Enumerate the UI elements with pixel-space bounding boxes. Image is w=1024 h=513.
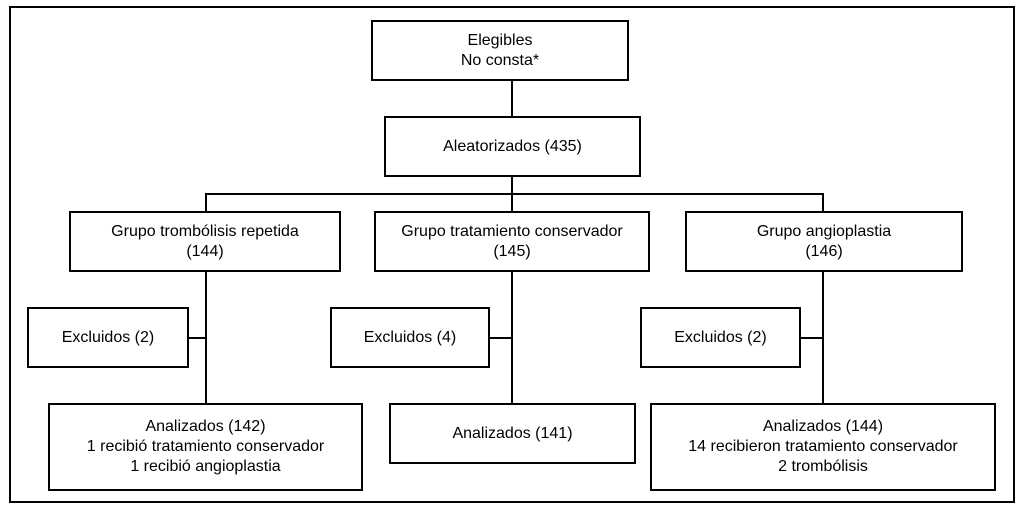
- group-box-2: Grupo tratamiento conservador (145): [374, 211, 650, 272]
- group-box-3: Grupo angioplastia (146): [685, 211, 963, 272]
- elegibles-note: No consta*: [460, 51, 540, 69]
- excluded-label-3: Excluidos (2): [674, 328, 767, 346]
- analyzed-detail-3b: 2 trombólisis: [778, 458, 868, 475]
- group-name-2: Grupo tratamiento conservador: [401, 222, 623, 240]
- connector-drop-3: [822, 193, 824, 212]
- excluded-box-2: Excluidos (4): [330, 307, 490, 368]
- group-count-1: (144): [186, 242, 224, 260]
- connector-excluded-1: [188, 337, 206, 339]
- analyzed-box-1: Analizados (142) 1 recibió tratamiento c…: [48, 403, 363, 491]
- analyzed-title-3: Analizados (144): [762, 418, 884, 435]
- elegibles-box: Elegibles No consta*: [371, 20, 629, 81]
- connector-trunk: [511, 176, 513, 194]
- connector-excluded-3: [800, 337, 823, 339]
- analyzed-detail-3a: 14 recibieron tratamiento conservador: [688, 438, 958, 455]
- analyzed-box-3: Analizados (144) 14 recibieron tratamien…: [650, 403, 996, 491]
- diagram-frame: [9, 6, 1015, 503]
- aleatorizados-box: Aleatorizados (435): [384, 116, 641, 177]
- connector-branch: [205, 193, 824, 195]
- analyzed-detail-1a: 1 recibió tratamiento conservador: [86, 438, 325, 455]
- analyzed-title-2: Analizados (141): [452, 424, 573, 442]
- connector-group-3: [822, 271, 824, 404]
- analyzed-title-1: Analizados (142): [145, 418, 266, 435]
- connector-excluded-2: [489, 337, 512, 339]
- aleatorizados-label: Aleatorizados (435): [443, 137, 582, 155]
- connector-group-2: [511, 271, 513, 404]
- excluded-box-1: Excluidos (2): [27, 307, 189, 368]
- connector-group-1: [205, 271, 207, 404]
- group-count-3: (146): [805, 242, 843, 260]
- connector-top: [511, 80, 513, 117]
- group-name-1: Grupo trombólisis repetida: [111, 222, 299, 240]
- excluded-box-3: Excluidos (2): [640, 307, 801, 368]
- connector-drop-1: [205, 193, 207, 212]
- group-name-3: Grupo angioplastia: [756, 222, 892, 240]
- connector-drop-2: [511, 193, 513, 212]
- group-count-2: (145): [493, 242, 531, 260]
- excluded-label-1: Excluidos (2): [61, 328, 155, 346]
- excluded-label-2: Excluidos (4): [363, 328, 457, 346]
- analyzed-box-2: Analizados (141): [389, 403, 636, 464]
- group-box-1: Grupo trombólisis repetida (144): [69, 211, 341, 272]
- analyzed-detail-1b: 1 recibió angioplastia: [130, 458, 281, 475]
- elegibles-label: Elegibles: [467, 31, 533, 49]
